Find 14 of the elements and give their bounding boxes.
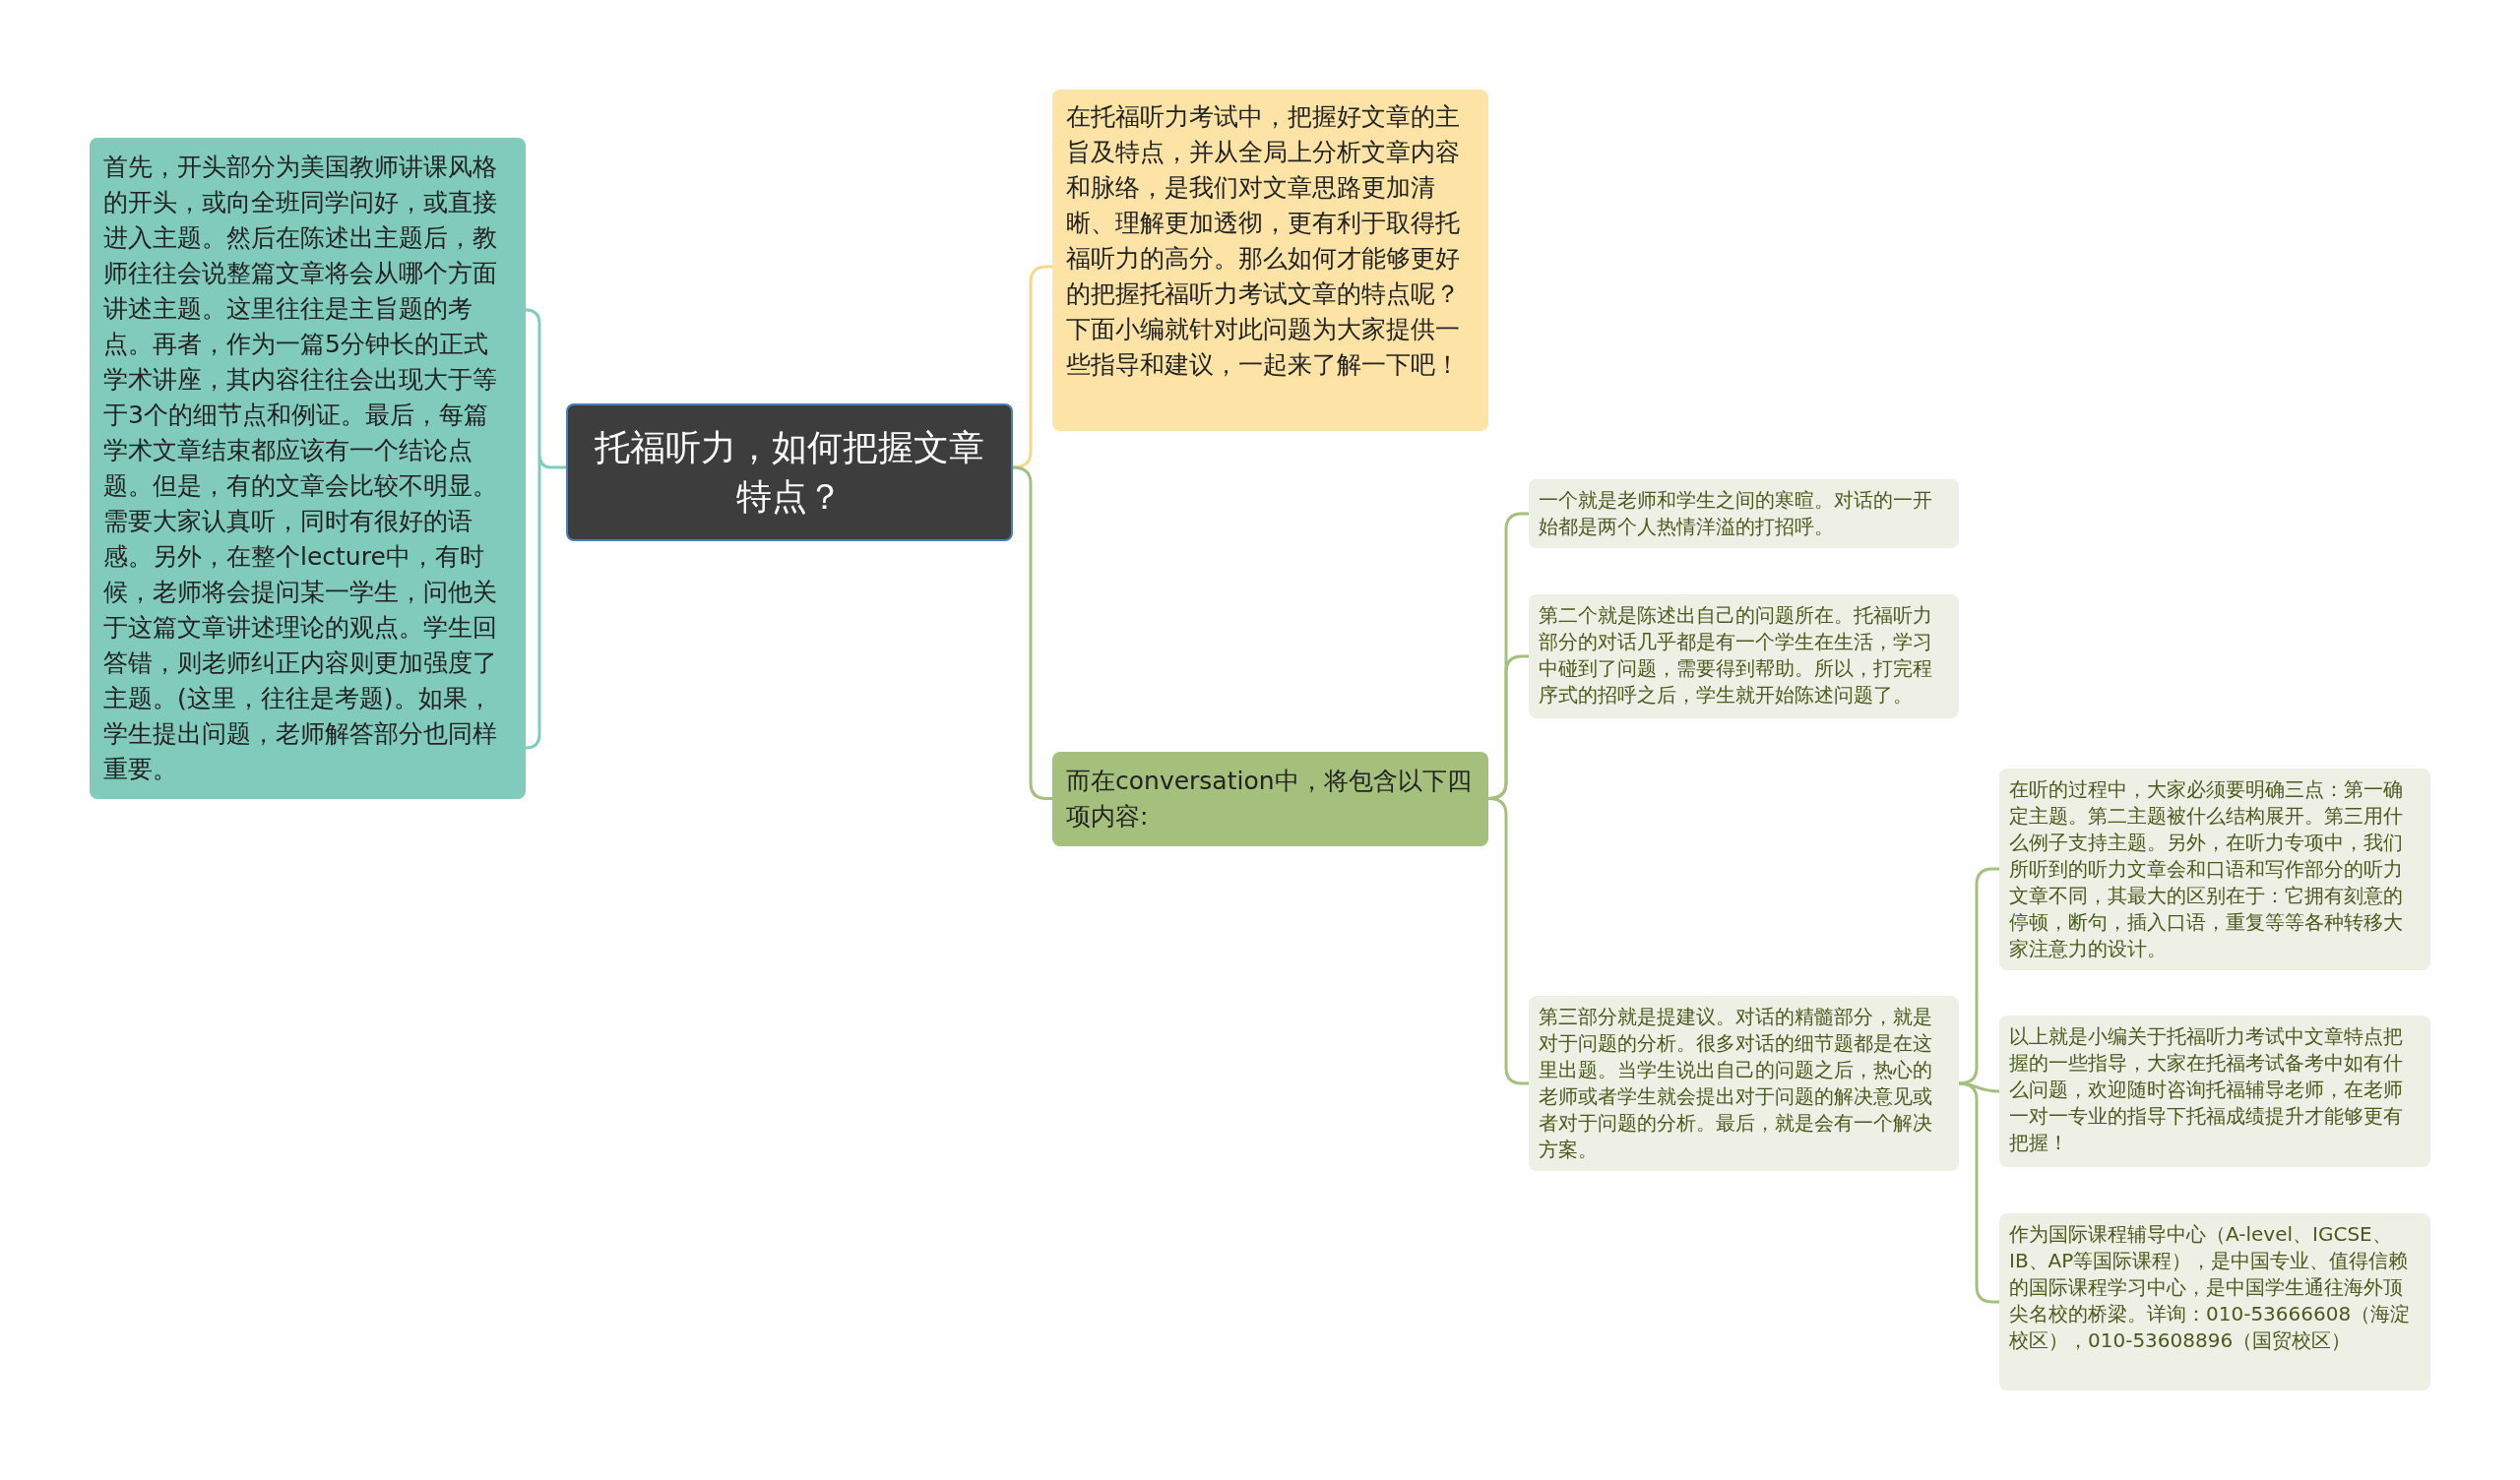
subtopic-box: 以上就是小编关于托福听力考试中文章特点把握的一些指导，大家在托福考试备考中如有什么问题，欢迎随时咨询托福辅导老师，在老师一对一专业的指导下托福成绩提升才能够更有把握！ xyxy=(1999,1016,2430,1167)
connector-line xyxy=(1487,797,1529,1085)
subtopic-box: 在听的过程中，大家必须要明确三点：第一确定主题。第二主题被什么结构展开。第三用什么例子支持主题。另外，在听力专项中，我们所听到的听力文章会和口语和写作部分的听力文章不同，其最大的区别在于：它拥有刻意的停顿，断句，插入口语，重复等等各种转移大家注意力的设计。 xyxy=(1999,769,2430,970)
topic-box: 而在conversation中，将包含以下四项内容: xyxy=(1052,752,1488,846)
topic-box: 在托福听力考试中，把握好文章的主旨及特点，并从全局上分析文章内容和脉络，是我们对文章思路更加清晰、理解更加透彻，更有利于取得托福听力的高分。那么如何才能够更好的把握托福听力考试文章的特点呢？下面小编就针对此问题为大家提供一些指导和建议，一起来了解一下吧！ xyxy=(1052,90,1488,431)
connector-line xyxy=(1958,1081,1999,1304)
subtopic-box: 作为国际课程辅导中心（A-level、IGCSE、IB、AP等国际课程），是中国专业、值得信赖的国际课程学习中心，是中国学生通往海外顶尖名校的桥梁。详询：010-53666608（海淀校区），010-53608896（国贸校区） xyxy=(1999,1213,2430,1390)
connector-line xyxy=(524,308,568,750)
subtopic-box: 第三部分就是提建议。对话的精髓部分，就是对于问题的分析。很多对话的细节题都是在这里出题。当学生说出自己的问题之后，热心的老师或者学生就会提出对于问题的解决意见或者对于问题的分析。最后，就是会有一个解决方案。 xyxy=(1529,996,1959,1171)
connector-line xyxy=(1958,867,1999,1085)
central-topic-box: 托福听力，如何把握文章特点？ xyxy=(566,403,1013,541)
subtopic-box: 第二个就是陈述出自己的问题所在。托福听力部分的对话几乎都是有一个学生在生活，学习中碰到了问题，需要得到帮助。所以，打完程序式的招呼之后，学生就开始陈述问题了。 xyxy=(1529,594,1959,718)
topic-box: 首先，开头部分为美国教师讲课风格的开头，或向全班同学问好，或直接进入主题。然后在陈述出主题后，教师往往会说整篇文章将会从哪个方面讲述主题。这里往往是主旨题的考点。再者，作为一篇5分钟长的正式学术讲座，其内容往往会出现大于等于3个的细节点和例证。最后，每篇学术文章结束都应该有一个结论点题。但是，有的文章会比较不明显。需要大家认真听，同时有很好的语感。另外，在整个lecture中，有时候，老师将会提问某一学生，问他关于这篇文章讲述理论的观点。学生回答错，则老师纠正内容则更加强度了主题。(这里，往往是考题)。如果，学生提出问题，老师解答部分也同样重要。 xyxy=(90,138,526,799)
subtopic-box: 一个就是老师和学生之间的寒暄。对话的一开始都是两个人热情洋溢的打招呼。 xyxy=(1529,479,1959,548)
